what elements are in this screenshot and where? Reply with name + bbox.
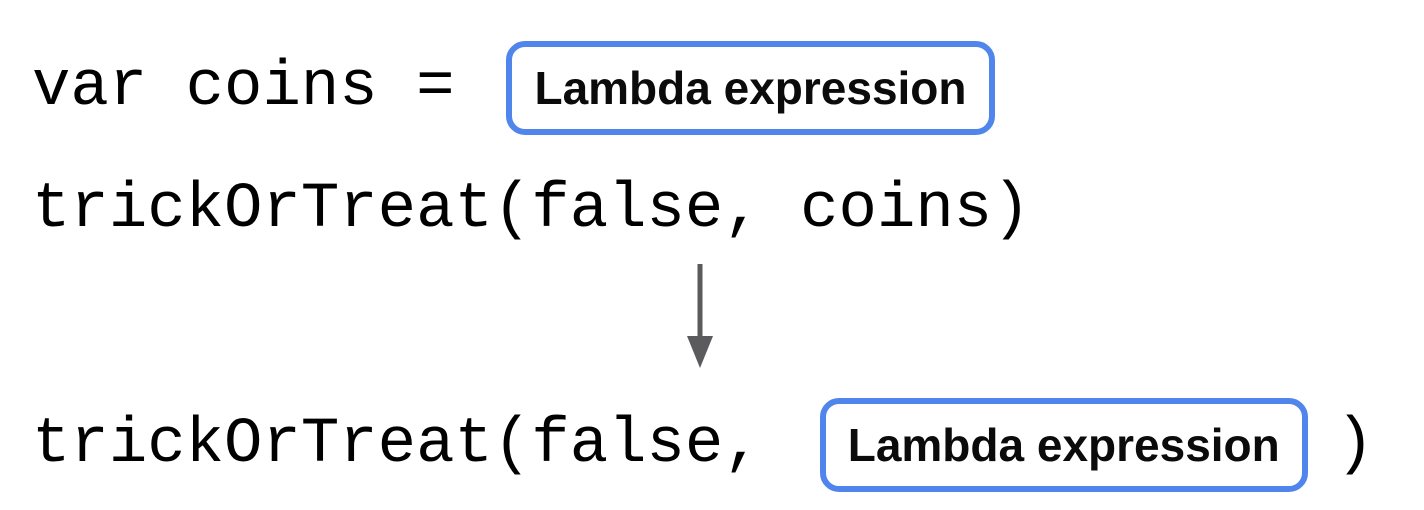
function-call-line: trickOrTreat(false, coins) (32, 172, 1031, 248)
assignment-line: var coins = Lambda expression (32, 40, 995, 136)
code-function-call-before-badge: trickOrTreat(false, (32, 409, 762, 481)
lambda-expression-badge-top-label: Lambda expression (534, 62, 967, 114)
down-arrow-icon (685, 264, 715, 368)
code-closing-paren: ) (1335, 409, 1375, 481)
code-function-call: trickOrTreat(false, coins) (32, 174, 1031, 246)
lambda-expression-badge-bottom-label: Lambda expression (847, 419, 1280, 471)
lambda-expression-badge-top: Lambda expression (506, 41, 995, 135)
lambda-expression-badge-bottom: Lambda expression (819, 398, 1308, 492)
substituted-call-line: trickOrTreat(false, Lambda expression ) (32, 396, 1374, 494)
code-var-declaration: var coins = (32, 52, 455, 124)
